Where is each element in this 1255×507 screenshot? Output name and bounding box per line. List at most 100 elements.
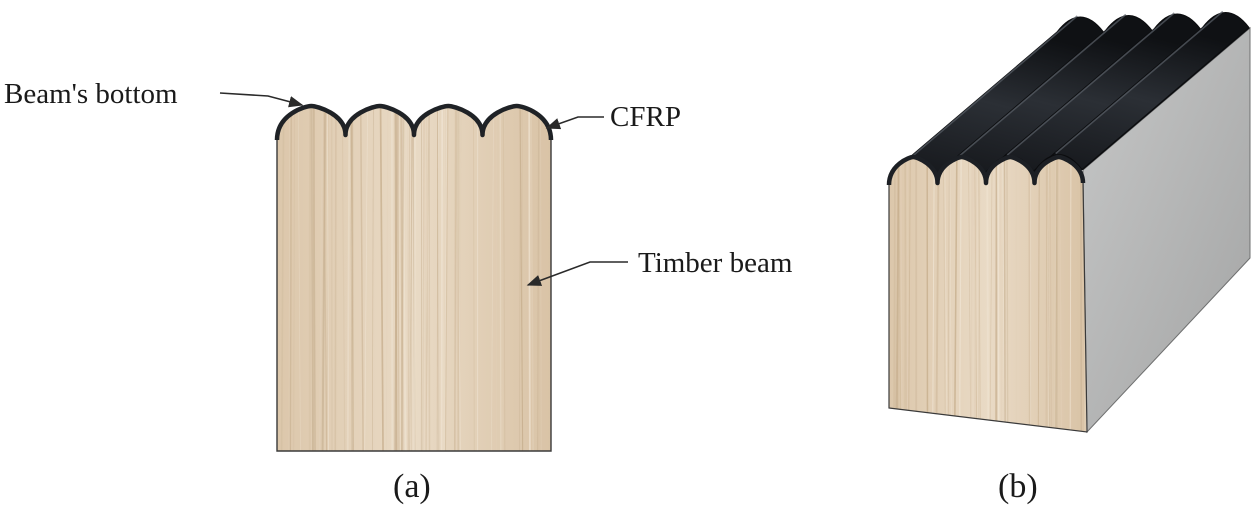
- grain-line: [491, 106, 494, 451]
- grain-line: [1045, 157, 1048, 432]
- grain-line: [364, 106, 368, 451]
- grain-line: [444, 106, 449, 451]
- grain-line: [401, 106, 407, 451]
- grain-line: [444, 106, 448, 451]
- grain-line: [1055, 157, 1059, 432]
- section-outline-a: [276, 140, 552, 452]
- grain-line: [440, 106, 444, 451]
- cfrp-arrow: [545, 116, 604, 130]
- cfrp-rib-highlight: [1055, 10, 1224, 155]
- cfrp-label: CFRP: [610, 101, 681, 133]
- grain-line: [1054, 157, 1057, 432]
- grain-line: [425, 106, 431, 451]
- grain-line: [1048, 157, 1053, 432]
- grain-line: [499, 106, 502, 451]
- grain-line: [936, 157, 939, 432]
- grain-line: [318, 106, 324, 451]
- grain-line: [970, 157, 974, 432]
- cfrp-rib-highlight: [909, 15, 1078, 159]
- grain-line: [1069, 157, 1072, 432]
- grain-line: [1003, 157, 1006, 432]
- grain-line: [372, 106, 374, 451]
- grain-line: [989, 157, 993, 432]
- grain-line: [1045, 157, 1048, 432]
- grain-line: [437, 106, 440, 451]
- end-face-outline: [888, 182, 1088, 433]
- grain-line: [528, 106, 531, 451]
- grain-line: [932, 157, 935, 432]
- grain-line: [539, 106, 542, 451]
- cfrp-layer-a: [274, 103, 554, 141]
- timber-beam-label: Timber beam: [638, 247, 793, 279]
- panel-b-caption: (b): [998, 468, 1038, 505]
- grain-line: [379, 106, 384, 451]
- grain-line: [422, 106, 425, 451]
- panel-b: (b): [886, 10, 1251, 505]
- grain-line: [986, 157, 990, 432]
- grain-line: [310, 106, 315, 451]
- grain-line: [974, 157, 978, 432]
- grain-line: [519, 106, 524, 451]
- grain-line: [896, 157, 900, 432]
- grain-line: [958, 157, 963, 432]
- grain-line: [280, 106, 285, 451]
- grain-line: [1058, 157, 1063, 432]
- grain-line: [352, 106, 354, 451]
- grain-line: [321, 106, 327, 451]
- cfrp-top-ribs: [889, 10, 1250, 180]
- grain-line: [310, 106, 315, 451]
- grain-line: [929, 157, 932, 432]
- grain-line: [908, 157, 911, 432]
- grain-line: [313, 106, 316, 451]
- grain-line: [519, 106, 521, 451]
- grain-line: [349, 106, 354, 451]
- grain-line: [394, 106, 398, 451]
- grain-line: [900, 157, 903, 432]
- grain-line: [904, 157, 906, 432]
- grain-line: [443, 106, 445, 451]
- grain-line: [359, 106, 364, 451]
- grain-line: [289, 106, 292, 451]
- grain-line: [944, 157, 948, 432]
- panel-a-caption: (a): [393, 468, 431, 505]
- grain-line: [1006, 157, 1009, 432]
- timber-end-face: [889, 157, 1087, 432]
- grain-line: [423, 106, 428, 451]
- grain-line: [472, 106, 475, 451]
- cfrp-rib-highlight: [1006, 12, 1175, 156]
- grain-line: [288, 106, 291, 451]
- grain-line: [904, 157, 908, 432]
- beam-bottom-label: Beam's bottom: [4, 78, 178, 110]
- grain-line: [1000, 157, 1002, 432]
- grain-line: [346, 106, 351, 451]
- timber-beam-arrow: [526, 261, 628, 286]
- grain-line: [293, 106, 295, 451]
- grain-line: [947, 157, 950, 432]
- grain-line: [454, 106, 457, 451]
- grain-line: [409, 106, 413, 451]
- grain-line: [997, 157, 1000, 432]
- grain-line: [496, 106, 498, 451]
- grain-line: [323, 106, 328, 451]
- grain-line: [1047, 157, 1050, 432]
- beam-bottom-arrow: [219, 92, 304, 108]
- grain-line: [893, 157, 896, 432]
- cfrp-rib-highlight: [958, 13, 1127, 158]
- grain-line: [385, 106, 389, 451]
- grain-line: [943, 157, 946, 432]
- grain-line: [454, 106, 459, 451]
- grain-line: [334, 106, 337, 451]
- grain-line: [949, 157, 952, 432]
- grain-line: [437, 106, 439, 451]
- grain-line: [401, 106, 405, 451]
- grain-line: [1037, 157, 1040, 432]
- wood-grain-a: [277, 106, 542, 451]
- grain-line: [935, 157, 940, 432]
- panel-a: Beam's bottom CFRP Timber beam (a): [4, 78, 793, 505]
- grain-line: [978, 157, 981, 432]
- grain-line: [341, 106, 346, 451]
- grain-line: [968, 157, 971, 432]
- grain-line: [959, 157, 962, 432]
- grain-line: [399, 106, 404, 451]
